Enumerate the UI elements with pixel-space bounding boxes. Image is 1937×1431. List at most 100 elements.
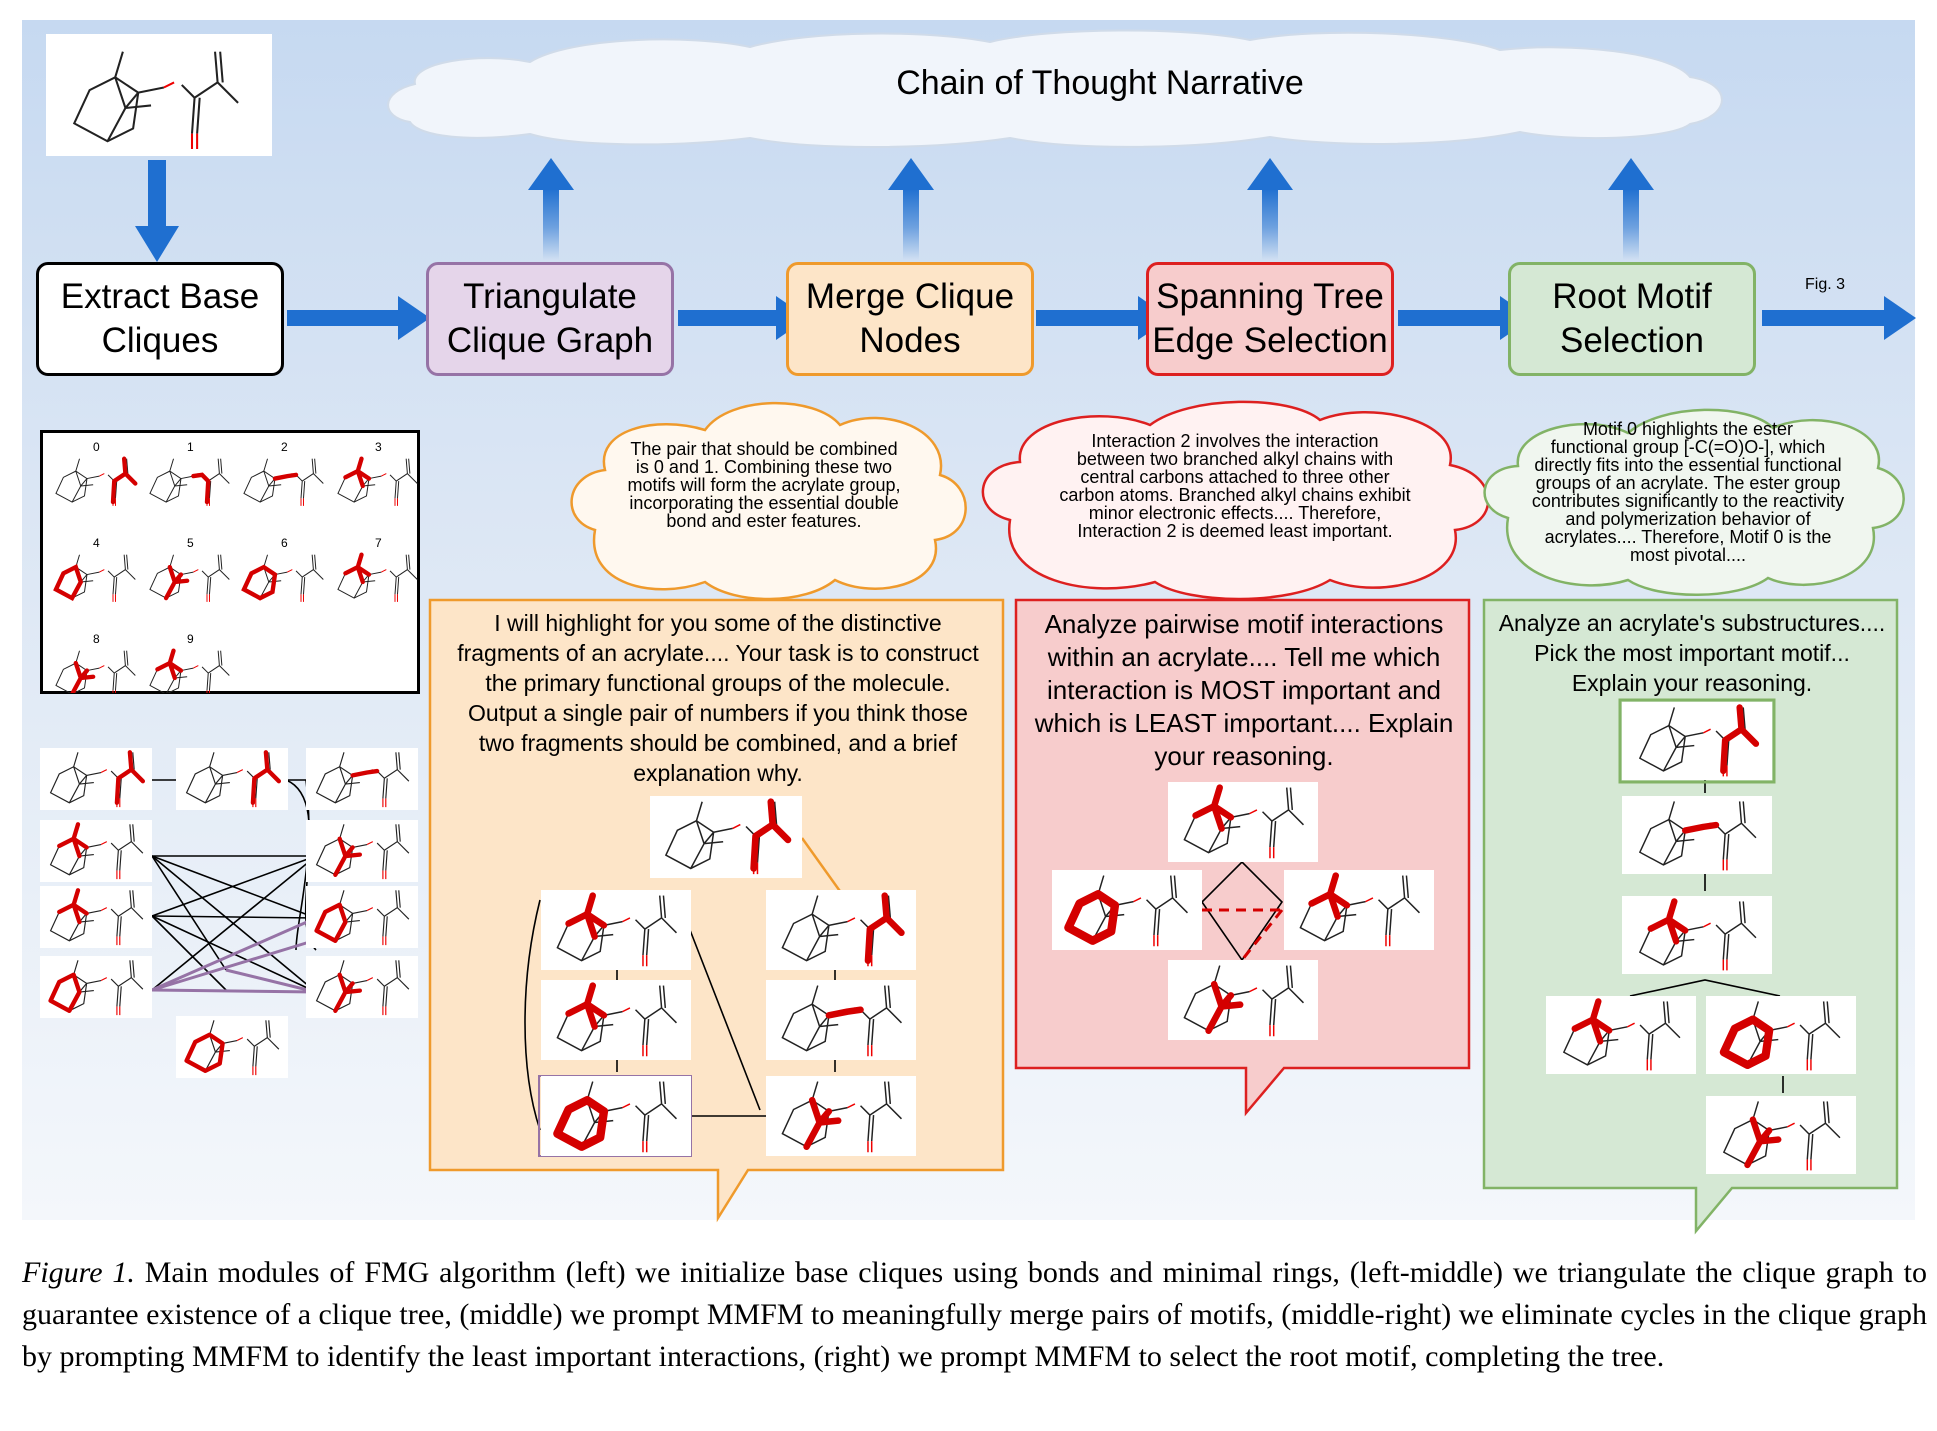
root-response-text: Motif 0 highlights the ester functional … bbox=[1490, 420, 1886, 564]
molecule-node bbox=[40, 886, 152, 948]
molecule-icon bbox=[316, 823, 410, 880]
molecule-node bbox=[40, 820, 152, 882]
spanning-response-text: Interaction 2 involves the interaction b… bbox=[985, 432, 1485, 540]
caption-label: Figure 1. bbox=[22, 1256, 135, 1289]
molecule-icon bbox=[665, 798, 792, 875]
cloud-line: minor electronic effects.... Therefore, bbox=[1088, 503, 1382, 523]
molecule-icon bbox=[556, 892, 678, 968]
molecule-icon bbox=[316, 751, 410, 808]
molecule-node bbox=[1168, 960, 1318, 1040]
chain-of-thought-cloud bbox=[387, 29, 1723, 148]
molecule-node bbox=[306, 820, 418, 882]
prompt-line: within an acrylate.... Tell me which bbox=[1047, 642, 1441, 672]
molecule-icon bbox=[314, 889, 410, 946]
molecule-node bbox=[1622, 796, 1772, 874]
step-label: Edge Selection bbox=[1152, 321, 1388, 360]
molecule-icon bbox=[50, 822, 144, 880]
step-label: Cliques bbox=[101, 321, 219, 360]
molecule-icon bbox=[316, 959, 410, 1016]
prompt-line: Output a single pair of numbers if you t… bbox=[468, 700, 968, 726]
prompt-line: interaction is MOST important and bbox=[1046, 675, 1442, 705]
clique-number: 4 bbox=[93, 536, 100, 550]
molecule-node bbox=[306, 956, 418, 1018]
clique-molecule bbox=[55, 456, 138, 507]
molecule-node bbox=[1622, 702, 1772, 780]
molecule-node bbox=[1284, 870, 1434, 950]
clique-molecule bbox=[337, 552, 418, 603]
molecule-node bbox=[541, 890, 691, 970]
clique-molecule bbox=[243, 458, 324, 507]
molecule-icon bbox=[48, 959, 144, 1016]
cloud-line: incorporating the essential double bbox=[629, 493, 899, 513]
step-label: Merge Clique bbox=[805, 277, 1015, 316]
prompt-line: the primary functional groups of the mol… bbox=[485, 670, 951, 696]
merge-prompt-text: I will highlight for you some of the dis… bbox=[432, 608, 1004, 788]
molecule-node bbox=[1706, 1096, 1856, 1174]
prompt-line: explanation why. bbox=[633, 760, 803, 786]
molecule-node bbox=[176, 1016, 288, 1078]
input-molecule bbox=[46, 34, 272, 156]
cloud-line: acrylates.... Therefore, Motif 0 is the bbox=[1544, 527, 1832, 547]
molecule-node bbox=[766, 890, 916, 970]
molecule-icon bbox=[1719, 1000, 1841, 1072]
down-arrow-icon bbox=[148, 160, 166, 228]
clique-molecule bbox=[149, 554, 230, 603]
molecule-node bbox=[306, 886, 418, 948]
molecule-node bbox=[1168, 782, 1318, 862]
up-arrow-icon bbox=[543, 188, 559, 260]
right-arrow-icon bbox=[1762, 310, 1888, 326]
molecule-node bbox=[1706, 996, 1856, 1074]
spanning-response-cloud bbox=[981, 400, 1490, 601]
clique-number: 8 bbox=[93, 632, 100, 646]
prompt-line: Analyze an acrylate's substructures.... bbox=[1498, 610, 1886, 636]
prompt-line: Pick the most important motif... bbox=[1534, 640, 1850, 666]
molecule-node bbox=[541, 980, 691, 1060]
right-arrow-icon bbox=[1398, 310, 1504, 326]
right-arrow-icon bbox=[1036, 310, 1142, 326]
cloud-line: contributes significantly to the reactiv… bbox=[1531, 491, 1845, 511]
root-response-cloud bbox=[1483, 408, 1905, 596]
molecule-icon bbox=[1639, 800, 1757, 872]
right-arrow-icon bbox=[678, 310, 780, 326]
molecule-icon bbox=[1064, 874, 1189, 948]
molecule-node bbox=[176, 748, 288, 810]
cloud-line: The pair that should be combined bbox=[630, 439, 898, 459]
bubble-connectors bbox=[524, 698, 1784, 1157]
up-arrow-icon bbox=[1262, 188, 1278, 260]
clique-number: 6 bbox=[281, 536, 288, 550]
cloud-line: directly fits into the essential functio… bbox=[1534, 455, 1842, 475]
cloud-line: most pivotal.... bbox=[1629, 545, 1747, 565]
molecule-node bbox=[541, 1076, 691, 1156]
cloud-line: central carbons attached to three other bbox=[1080, 467, 1390, 487]
clique-molecule bbox=[149, 458, 230, 507]
molecule-node bbox=[1052, 870, 1202, 950]
prompt-line: your reasoning. bbox=[1154, 741, 1334, 771]
clique-number: 3 bbox=[375, 440, 382, 454]
prompt-line: two fragments should be combined, and a … bbox=[478, 730, 958, 756]
clique-number: 7 bbox=[375, 536, 382, 550]
clique-molecule bbox=[55, 650, 136, 699]
molecule-icon bbox=[1563, 998, 1681, 1072]
molecule-node bbox=[1546, 996, 1696, 1074]
cloud-line: between two branched alkyl chains with bbox=[1076, 449, 1394, 469]
cloud-line: is 0 and 1. Combining these two bbox=[635, 457, 893, 477]
molecule-icon bbox=[184, 1019, 280, 1076]
step-label: Extract Base bbox=[60, 277, 260, 316]
molecule-icon bbox=[50, 750, 146, 808]
prompt-line: Explain your reasoning. bbox=[1571, 670, 1813, 696]
cloud-line: and polymerization behavior of bbox=[1565, 509, 1811, 529]
step-label: Spanning Tree bbox=[1156, 277, 1384, 316]
molecule-node bbox=[40, 748, 152, 810]
molecule-node bbox=[650, 796, 802, 878]
molecule-node bbox=[306, 748, 418, 810]
molecule-icon bbox=[556, 982, 678, 1058]
clique-molecule bbox=[241, 554, 324, 603]
cloud-line: functional group [-C(=O)O-], which bbox=[1550, 437, 1826, 457]
clique-number: 1 bbox=[187, 440, 194, 454]
right-arrow-icon bbox=[287, 310, 402, 326]
